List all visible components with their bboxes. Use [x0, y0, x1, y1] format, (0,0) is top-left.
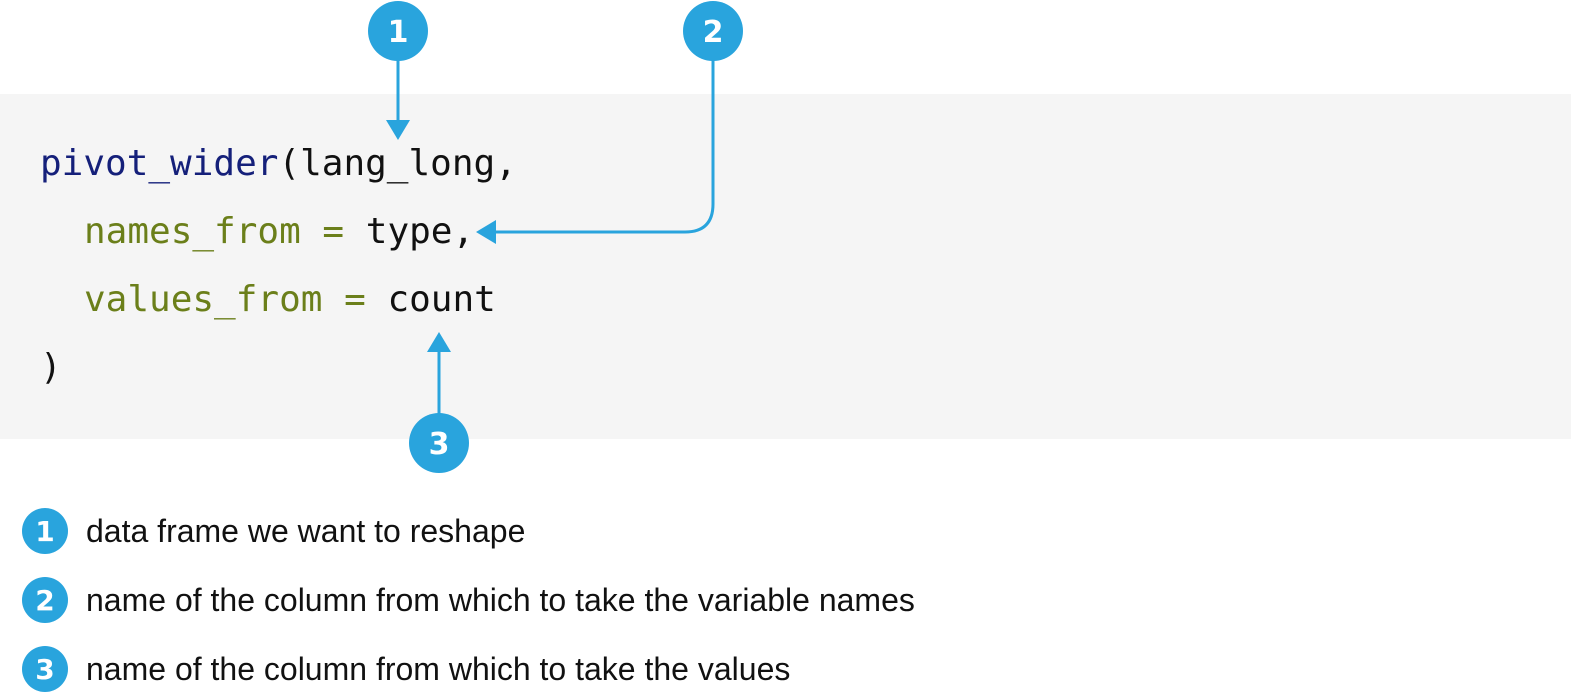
- callout-1-number: 1: [388, 15, 409, 50]
- function-args-start: (lang_long,: [278, 143, 517, 184]
- legend-badge-2: 2: [22, 577, 68, 623]
- names-from-value: type,: [365, 211, 475, 252]
- legend-text-3: name of the column from which to take th…: [86, 650, 791, 687]
- code-line-2: names_from = type,: [40, 212, 474, 252]
- values-from-value: count: [387, 279, 496, 320]
- function-name: pivot_wider: [40, 143, 279, 184]
- names-from-arg: names_from: [84, 211, 301, 252]
- legend-text-2: name of the column from which to take th…: [86, 581, 915, 618]
- code-line-3: values_from = count: [40, 280, 496, 320]
- names-from-equals: =: [300, 211, 366, 252]
- callout-1-badge: [368, 1, 428, 61]
- values-from-arg: values_from: [84, 279, 323, 320]
- code-panel: [0, 94, 1571, 439]
- values-from-equals: =: [322, 279, 388, 320]
- legend-text-1: data frame we want to reshape: [86, 512, 526, 549]
- code-line-1: pivot_wider(lang_long,: [40, 144, 517, 184]
- legend-badge-3: 3: [22, 646, 68, 692]
- legend-item-3: 3 name of the column from which to take …: [22, 645, 790, 693]
- closing-paren: ): [40, 347, 62, 388]
- legend-item-1: 1 data frame we want to reshape: [22, 507, 525, 555]
- code-line-4: ): [40, 348, 62, 388]
- legend-badge-1: 1: [22, 508, 68, 554]
- callout-2-badge: [683, 1, 743, 61]
- callout-2-number: 2: [703, 15, 724, 50]
- legend-item-2: 2 name of the column from which to take …: [22, 576, 915, 624]
